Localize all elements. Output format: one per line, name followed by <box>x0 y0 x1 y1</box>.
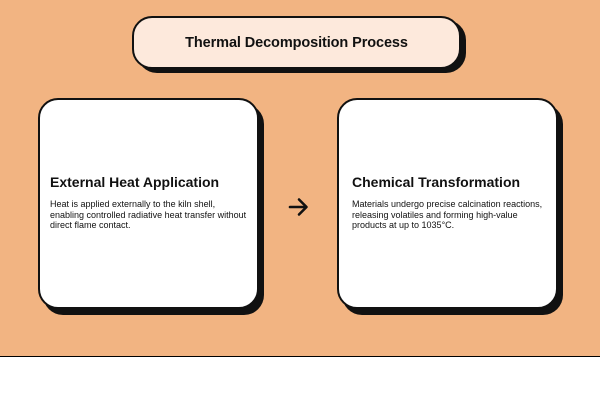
diagram-canvas: Thermal Decomposition Process External H… <box>0 0 600 357</box>
page-footer-blank <box>0 357 600 400</box>
step-description: Heat is applied externally to the kiln s… <box>50 199 247 230</box>
step-description: Materials undergo precise calcination re… <box>352 199 543 230</box>
title-banner: Thermal Decomposition Process <box>132 16 461 69</box>
step-card-chemical-transformation: Chemical Transformation Materials underg… <box>337 98 558 309</box>
diagram-title: Thermal Decomposition Process <box>185 34 408 51</box>
step-card-external-heat: External Heat Application Heat is applie… <box>38 98 259 309</box>
step-title: Chemical Transformation <box>352 174 521 190</box>
arrow-right-icon <box>288 198 308 216</box>
step-title: External Heat Application <box>50 174 220 190</box>
